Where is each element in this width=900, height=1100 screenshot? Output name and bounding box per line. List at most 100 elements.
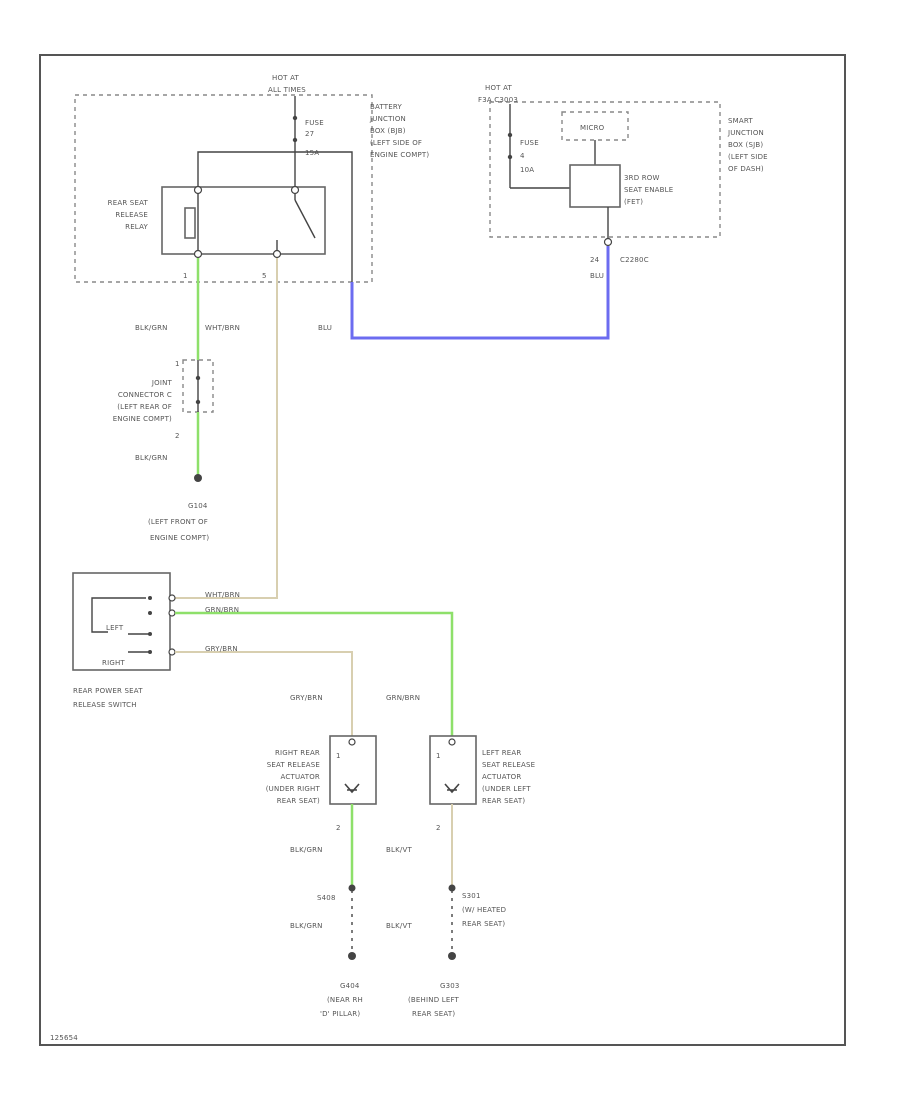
relay-left-wire-label: BLK/GRN xyxy=(135,324,168,332)
bjb-label-line1: BATTERY xyxy=(370,103,403,111)
right-actuator-pin-top xyxy=(348,738,356,746)
joint-connector-label-line4: ENGINE COMPT) xyxy=(113,415,172,423)
ground-g303-label-line1: (BEHIND LEFT xyxy=(408,996,460,1004)
diagram-frame xyxy=(39,54,846,1046)
smart-junction-box-outline xyxy=(489,101,721,238)
left-actuator-pin-bottom-number: 2 xyxy=(436,824,441,832)
joint-connector-pin-bottom-number: 2 xyxy=(175,432,180,440)
right-actuator-label-line1: RIGHT REAR xyxy=(275,749,320,757)
left-actuator-body xyxy=(429,735,477,805)
bjb-label-line2: JUNCTION xyxy=(369,115,406,123)
switch-pin-mid-dot xyxy=(148,611,152,615)
sjb-hot-at: HOT AT xyxy=(485,84,513,92)
micro-module xyxy=(561,111,629,141)
fuse-27-bottom-terminal xyxy=(292,137,298,143)
fuse-4-number: 4 xyxy=(520,152,525,160)
fuse-27-number: 27 xyxy=(305,130,314,138)
fuse-4-rating: 10A xyxy=(520,166,534,174)
switch-pin-top xyxy=(168,594,176,602)
switch-body xyxy=(72,572,171,671)
left-actuator-pin-top xyxy=(448,738,456,746)
ground-g404-label-line2: 'D' PILLAR) xyxy=(320,1010,360,1018)
left-actuator-pin-top-number: 1 xyxy=(436,752,441,760)
left-actuator-label-line5: REAR SEAT) xyxy=(482,797,525,805)
right-actuator-label-line5: REAR SEAT) xyxy=(277,797,320,805)
sjb-hot-when: F3A C3003 xyxy=(478,96,518,104)
fuse-27-top-terminal xyxy=(292,115,298,121)
switch-left-label: LEFT xyxy=(106,624,124,632)
switch-left-contact-dot xyxy=(148,632,152,636)
fuse-4-label: FUSE xyxy=(520,139,539,147)
ground-g404-symbol xyxy=(348,952,356,960)
sjb-pin-wire-color: BLU xyxy=(590,272,604,280)
left-actuator-coil-icon xyxy=(444,783,460,794)
joint-connector-pin-bottom xyxy=(195,399,201,405)
relay-coil xyxy=(184,207,196,239)
figure-code: 125654 xyxy=(50,1034,78,1042)
sjb-pin-24 xyxy=(603,237,613,247)
splice-s301-label: S301 xyxy=(462,892,481,900)
left-actuator-output-wire-label: BLK/VT xyxy=(386,846,412,854)
joint-connector-label-line2: CONNECTOR C xyxy=(118,391,172,399)
ground-g104-symbol xyxy=(194,474,202,482)
relay-pin-left-number: 1 xyxy=(183,272,188,280)
ground-g303-label-line2: REAR SEAT) xyxy=(412,1010,455,1018)
fet-label-line1: 3RD ROW xyxy=(624,174,660,182)
relay-pin-right-number: 5 xyxy=(262,272,267,280)
bjb-label-line5: ENGINE COMPT) xyxy=(370,151,429,159)
fuse-27-label: FUSE xyxy=(305,119,324,127)
right-actuator-label-line2: SEAT RELEASE xyxy=(267,761,320,769)
right-ground-wire-label: BLK/GRN xyxy=(290,922,323,930)
relay-pin-left xyxy=(193,249,203,259)
fuse-27-rating: 15A xyxy=(305,149,319,157)
switch-pin-bottom xyxy=(168,648,176,656)
left-actuator-label-line2: SEAT RELEASE xyxy=(482,761,535,769)
right-actuator-pin-bottom-number: 2 xyxy=(336,824,341,832)
ground-g104-id: G104 xyxy=(188,502,208,510)
sjb-pin-number: 24 xyxy=(590,256,600,264)
fet-label-line3: (FET) xyxy=(624,198,643,206)
relay-pin-coil xyxy=(193,185,203,195)
right-actuator-coil-icon xyxy=(344,783,360,794)
switch-label-line2: RELEASE SWITCH xyxy=(73,701,137,709)
splice-s408-label: S408 xyxy=(317,894,336,902)
blu-wire xyxy=(350,246,610,340)
gry-brn-wire xyxy=(175,651,353,736)
left-actuator-label-line4: (UNDER LEFT xyxy=(482,785,531,793)
switch-top-wire-label: WHT/BRN xyxy=(205,591,240,599)
bjb-hot-when: ALL TIMES xyxy=(268,86,306,94)
switch-right-contact-dot xyxy=(148,650,152,654)
rear-power-seat-release-switch: LEFT RIGHT REAR POWER SEAT RELEASE SWITC… xyxy=(72,572,176,709)
splice-s301-note-line2: REAR SEAT) xyxy=(462,920,505,928)
relay-pin-feed xyxy=(290,185,300,195)
fet-label-line2: SEAT ENABLE xyxy=(624,186,673,194)
bjb-label-line4: (LEFT SIDE OF xyxy=(370,139,422,147)
switch-bottom-wire-label: GRY/BRN xyxy=(205,645,238,653)
joint-connector-label-line1: JOINT xyxy=(151,379,173,387)
relay-label-line3: RELAY xyxy=(125,223,148,231)
switch-left-arm xyxy=(91,597,146,633)
micro-label: MICRO xyxy=(580,124,605,132)
joint-connector: 1 2 JOINT CONNECTOR C (LEFT REAR OF ENGI… xyxy=(113,359,214,440)
sjb-label-line2: JUNCTION xyxy=(727,129,764,137)
sjb-connector: C2280C xyxy=(620,256,649,264)
switch-pin-mid xyxy=(168,609,176,617)
right-actuator-body xyxy=(329,735,377,805)
left-actuator-input-wire-label: GRN/BRN xyxy=(386,694,420,702)
relay-top-bus xyxy=(197,151,353,282)
right-actuator-label-line3: ACTUATOR xyxy=(281,773,320,781)
battery-junction-box-outline xyxy=(74,94,373,283)
joint-lower-wire-label: BLK/GRN xyxy=(135,454,168,462)
sjb-label-line1: SMART xyxy=(728,117,753,125)
right-actuator-input-wire-label: GRY/BRN xyxy=(290,694,323,702)
smart-junction-box: HOT AT F3A C3003 SMART JUNCTION BOX (SJB… xyxy=(478,84,768,280)
ground-g404-label-line1: (NEAR RH xyxy=(327,996,363,1004)
ground-g303-symbol xyxy=(448,952,456,960)
switch-mid-wire-label: GRN/BRN xyxy=(205,606,239,614)
relay-contact-arm xyxy=(294,199,316,239)
relay-pin-right xyxy=(272,249,282,259)
ground-g404-id: G404 xyxy=(340,982,360,990)
switch-pin-top-dot xyxy=(148,596,152,600)
left-rear-seat-release-actuator: 1 2 LEFT REAR SEAT RELEASE ACTUATOR (UND… xyxy=(429,735,535,832)
